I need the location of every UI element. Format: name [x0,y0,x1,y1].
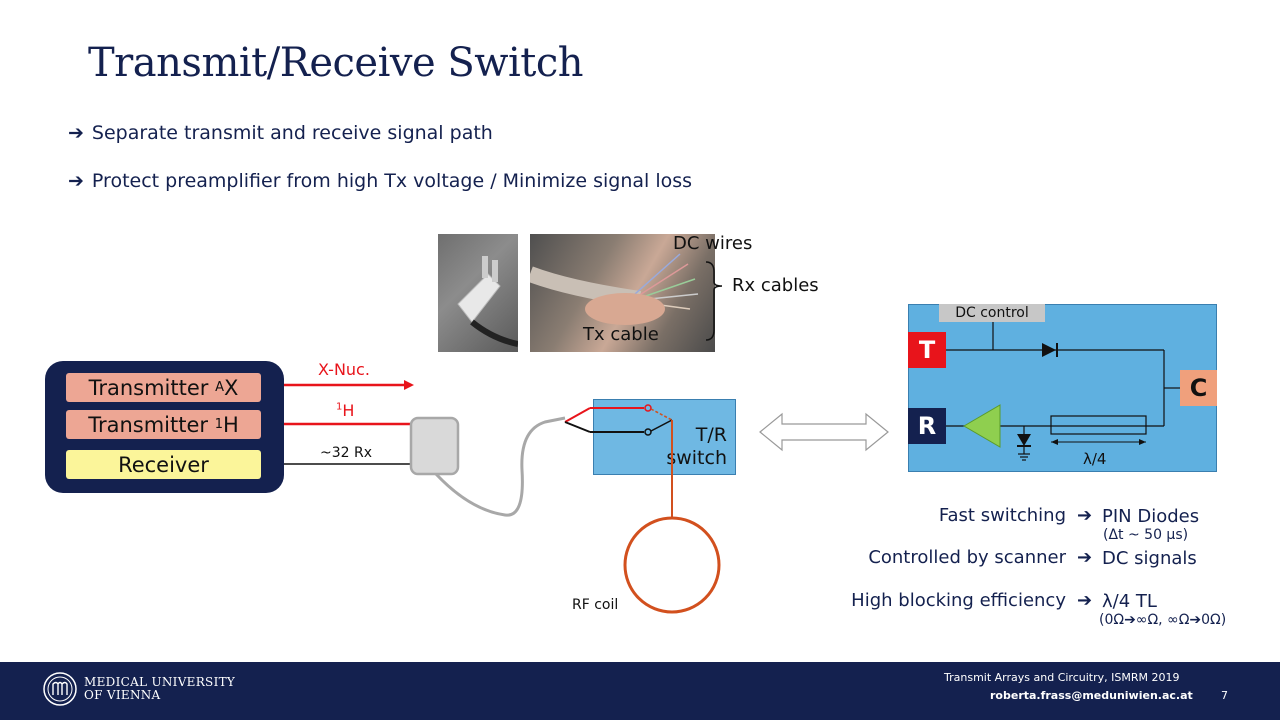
feature-label-controlled: Controlled by scanner [868,547,1066,568]
feature-value-dc-signals: DC signals [1102,548,1197,569]
lambda-arrow-right [1139,439,1146,445]
coil-cable [434,416,566,517]
transmitter-ax-sup: A [215,380,224,395]
bullet-text: Protect preamplifier from high Tx voltag… [91,170,693,192]
tr-overlay-tx-contact [644,404,652,412]
conference-label: Transmit Arrays and Circuitry, ISMRM 201… [944,671,1180,684]
feature-value-lambda-tl: λ/4 TL [1102,591,1157,612]
dc-wires-label: DC wires [673,233,753,254]
bullet-protect-preamp: ➔ Protect preamplifier from high Tx volta… [68,170,692,192]
university-name-line1: MEDICAL UNIVERSITY [84,675,236,689]
arrow-icon: ➔ [1077,590,1093,611]
rx-cables-label: Rx cables [732,275,819,296]
receiver-box: Receiver [66,450,261,479]
arrow-icon: ➔ [1077,547,1093,568]
r-port: R [908,408,946,444]
rf-coil-loop [623,516,721,614]
transmitter-1h-sup: 1 [214,417,223,432]
university-name-line2: OF VIENNA [84,688,161,702]
tr-tx-wire [564,407,591,423]
tr-circuit-schematic [946,322,1180,461]
dc-control-label: DC control [939,304,1045,322]
tr-overlay-arm-rx [650,419,673,432]
tr-switch-wiring-overlay [593,404,673,475]
feature-label-fast-switching: Fast switching [938,505,1066,526]
xnuc-label: X-Nuc. [318,360,370,379]
rx-count-label: ~32 Rx [320,445,373,461]
feature-label-blocking: High blocking efficiency [851,590,1066,611]
footer-bar [0,662,1280,720]
university-logo-icon [43,672,77,706]
feature-value-pin-diodes: PIN Diodes [1102,506,1200,527]
feature-note-switch-time: (Δt ~ 50 µs) [1103,527,1189,543]
tr-switch-box: T/R switch [593,399,736,475]
arrow-icon: ➔ [68,170,84,192]
c-port: C [1180,370,1217,406]
arrow-icon: ➔ [68,122,84,144]
connector-box [409,416,460,476]
page-number: 7 [1221,689,1228,702]
tr-switch-label: T/R switch [666,424,727,470]
xnuc-arrowhead [404,380,414,390]
transmitter-1h-tail: H [222,412,239,437]
bullet-separate-paths: ➔ Separate transmit and receive signal pa… [68,122,493,144]
h1-label: 1H [336,401,354,420]
connector-illustration [457,256,518,347]
tr-overlay-arm [650,408,673,421]
h1-label-sup: 1 [336,401,343,413]
author-email: roberta.frass@meduniwien.ac.at [990,689,1193,702]
preamp-icon [963,404,1001,448]
transmitter-ax-tail: X [224,375,239,400]
feature-note-impedance: (0Ω➔∞Ω, ∞Ω➔0Ω) [1099,612,1227,628]
rf-coil-label: RF coil [572,597,619,613]
pin-diode-rx-icon [1017,434,1031,446]
double-arrow-icon [759,412,889,452]
tr-rx-wire [564,421,591,433]
bullet-text: Separate transmit and receive signal pat… [91,122,493,144]
tr-switch-line1: T/R [695,424,727,446]
tr-overlay-rx-contact [644,428,652,436]
cable-bundle-illustration [530,253,699,325]
lambda-arrow-left [1051,439,1058,445]
tr-switch-connector-photo [438,234,518,352]
lambda-label: λ/4 [1083,450,1107,468]
pin-diode-tx-icon [1042,343,1056,357]
slide-title: Transmit/Receive Switch [88,40,584,86]
arrow-icon: ➔ [1077,505,1093,526]
transmitter-ax-text: Transmitter [88,375,209,400]
university-name: MEDICAL UNIVERSITY OF VIENNA [84,676,235,702]
tr-switch-line2: switch [666,447,727,469]
quarter-wave-line-icon [1050,415,1147,435]
h1-label-text: H [342,401,355,420]
transmitter-1h-text: Transmitter [88,412,209,437]
cable-bundle-photo [530,234,715,352]
tx-cable-label: Tx cable [583,324,659,345]
rx-cables-brace [705,261,723,341]
t-port: T [908,332,946,368]
